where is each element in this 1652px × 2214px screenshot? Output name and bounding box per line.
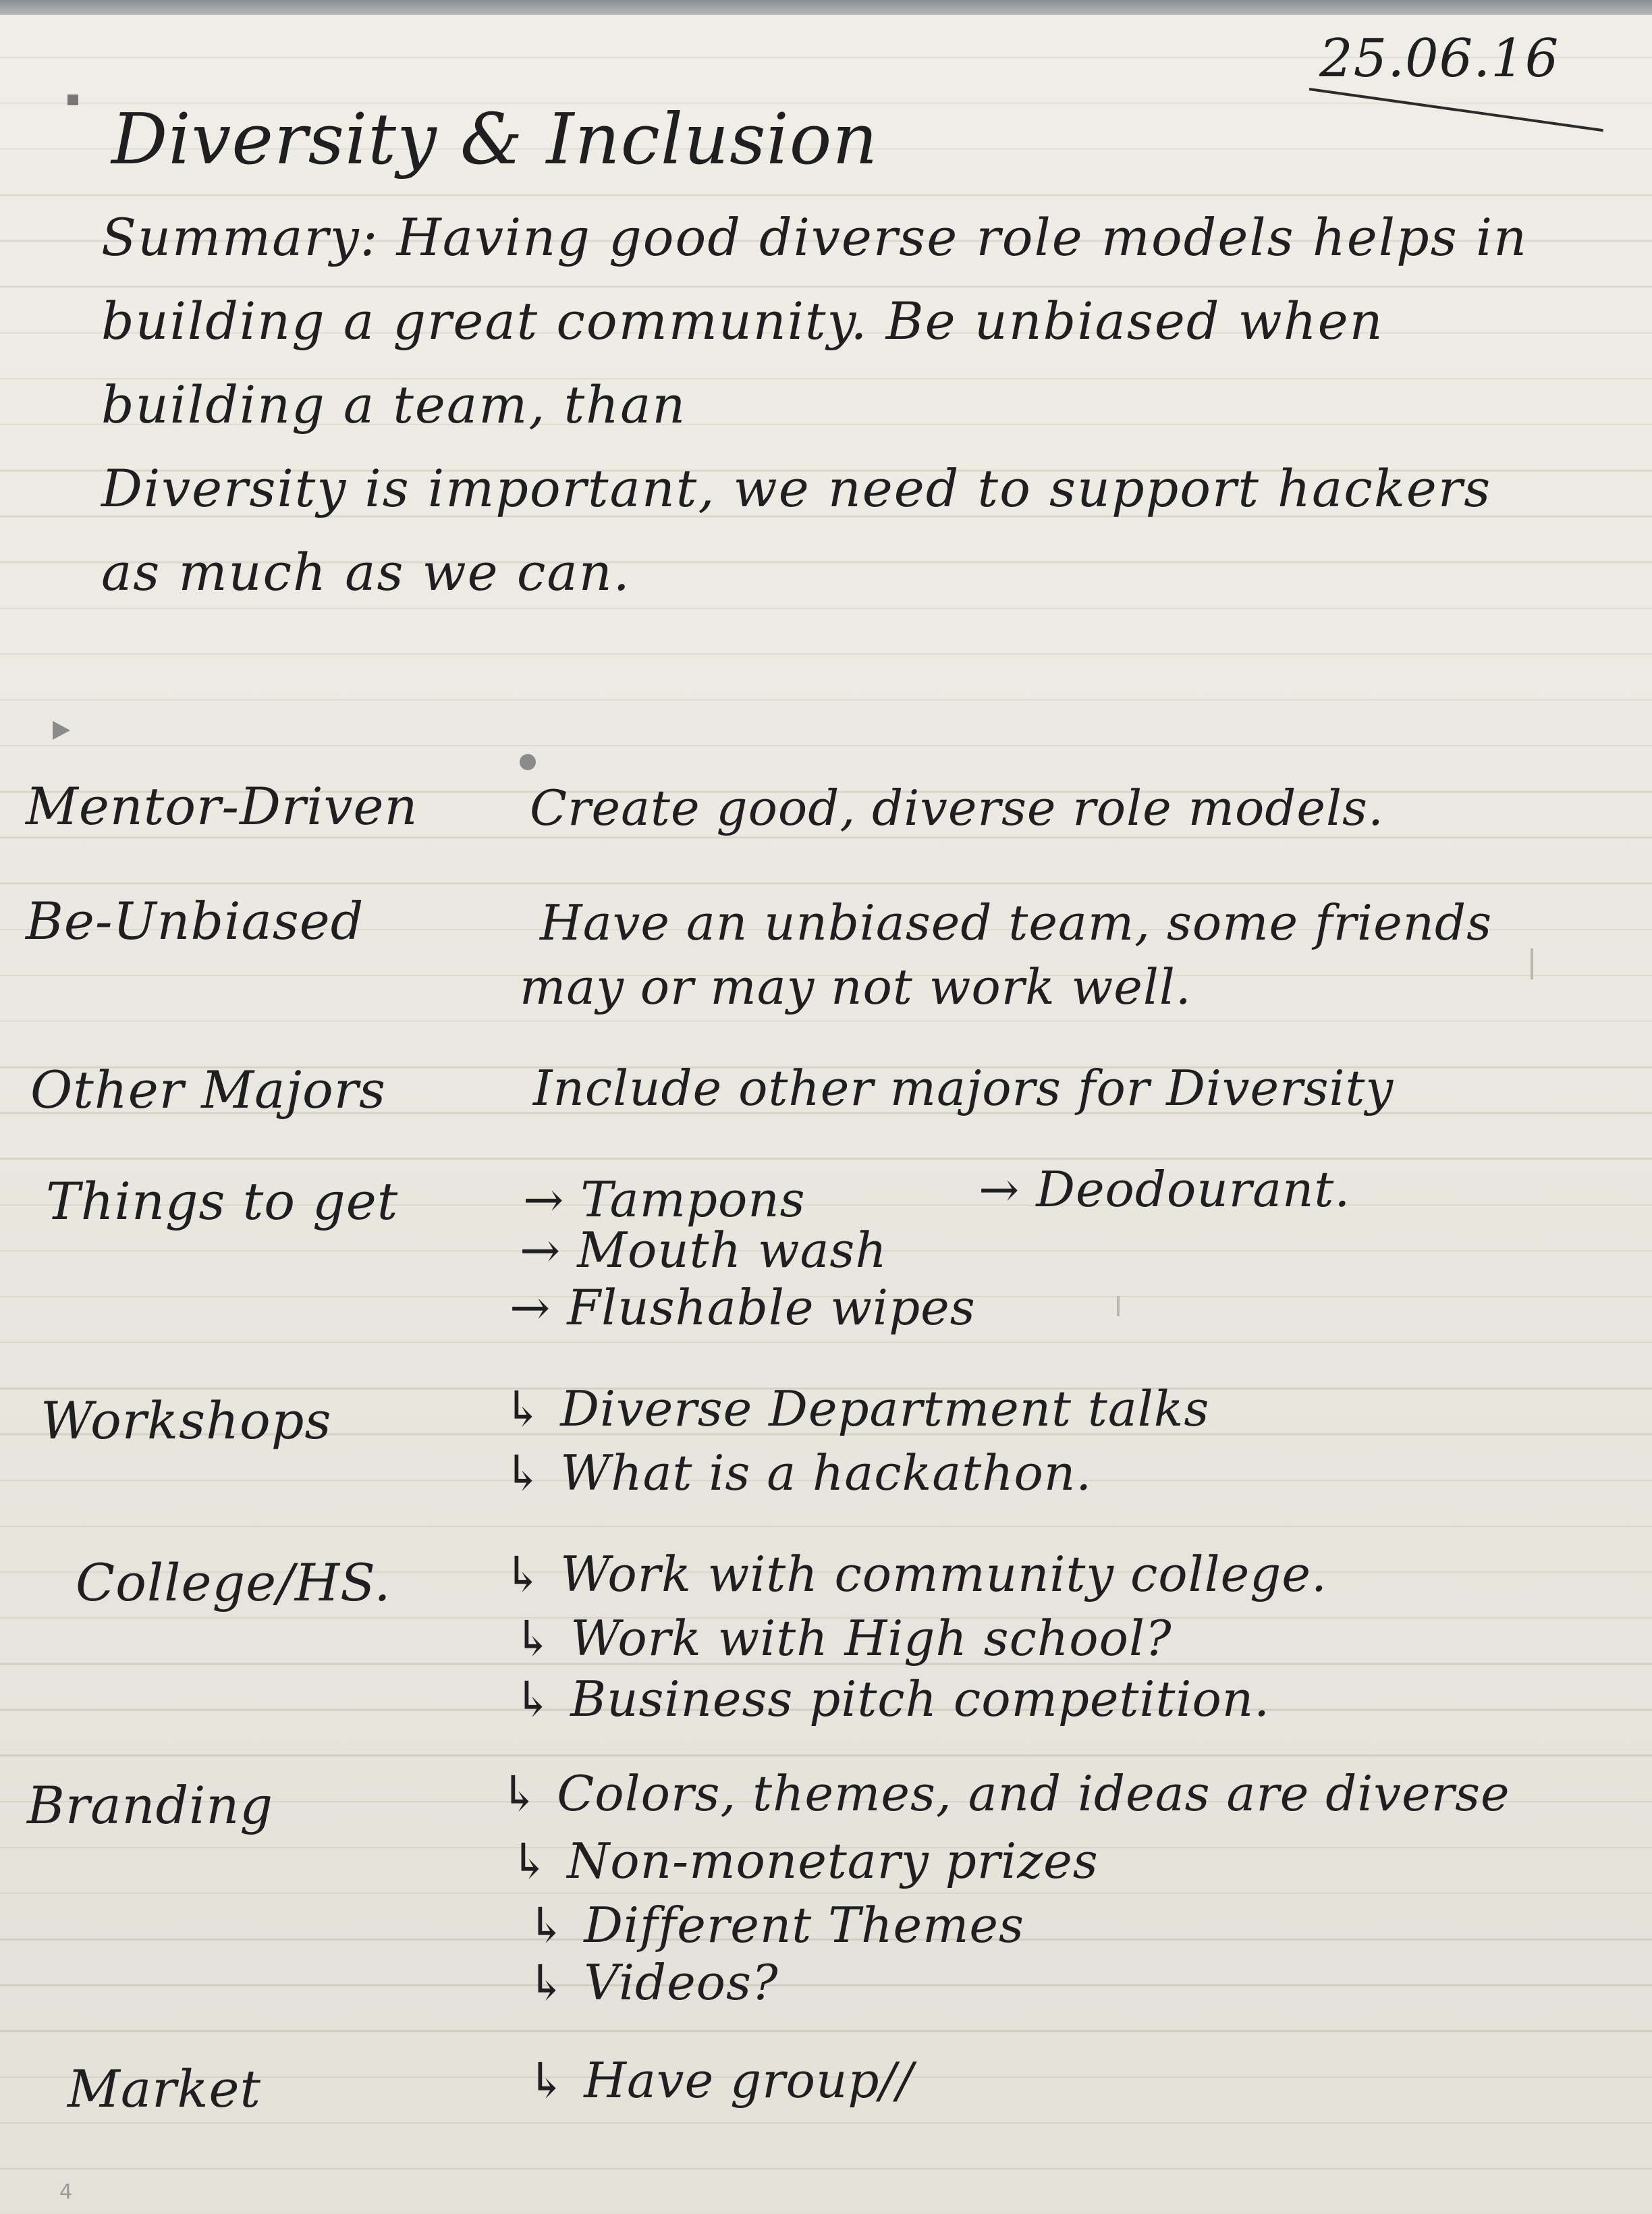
bullet-square — [67, 94, 78, 105]
row-text: ↳ Diverse Department talks — [503, 1380, 1210, 1437]
row-text: ↳ Work with community college. — [503, 1546, 1327, 1602]
row-text: ↳ Have group// — [526, 2052, 914, 2109]
notebook-top-edge — [0, 0, 1652, 15]
row-label-mentor-driven: Mentor-Driven — [26, 776, 418, 836]
summary-text: Summary: Having good diverse role models… — [101, 207, 1529, 435]
row-text: Create good, diverse role models. — [530, 780, 1384, 836]
row-label-things-to-get: Things to get — [46, 1171, 399, 1231]
page-mark — [1531, 948, 1533, 979]
row-text: ↳ Business pitch competition. — [513, 1671, 1271, 1727]
summary-diversity-text: Diversity is important, we need to suppo… — [101, 458, 1492, 602]
row-text: ↳ Different Themes — [526, 1897, 1024, 1953]
row-text: ↳ Non-monetary prizes — [510, 1833, 1099, 1889]
page-mark — [1117, 1296, 1120, 1316]
row-text: → Mouth wash — [520, 1222, 887, 1278]
row-text: Have an unbiased team, some friends — [540, 894, 1493, 951]
row-label-other-majors: Other Majors — [30, 1060, 387, 1120]
page-date: 25.06.16 — [1319, 28, 1560, 89]
date-underline — [1309, 88, 1603, 132]
row-text: ↳ What is a hackathon. — [503, 1444, 1093, 1501]
row-label-college-hs: College/HS. — [76, 1552, 391, 1613]
row-label-market: Market — [67, 2059, 262, 2119]
row-label-branding: Branding — [27, 1775, 273, 1835]
arrow-marker — [53, 721, 70, 740]
dot-marker — [520, 754, 536, 770]
summary-block: Summary: Having good diverse role models… — [101, 196, 1539, 614]
row-text: ↳ Work with High school? — [513, 1610, 1172, 1667]
row-text: → Tampons — [523, 1171, 806, 1228]
row-label-be-unbiased: Be-Unbiased — [26, 891, 364, 951]
row-text: Include other majors for Diversity — [533, 1060, 1394, 1116]
page-number: 4 — [59, 2180, 73, 2204]
row-text: → Deodourant. — [979, 1161, 1351, 1218]
row-label-workshops: Workshops — [40, 1390, 332, 1451]
row-text: → Flushable wipes — [510, 1279, 976, 1336]
row-text: ↳ Videos? — [526, 1954, 779, 2011]
row-text: ↳ Colors, themes, and ideas are diverse — [499, 1765, 1510, 1822]
row-text: may or may not work well. — [520, 959, 1192, 1015]
page-heading: Diversity & Inclusion — [111, 98, 879, 180]
